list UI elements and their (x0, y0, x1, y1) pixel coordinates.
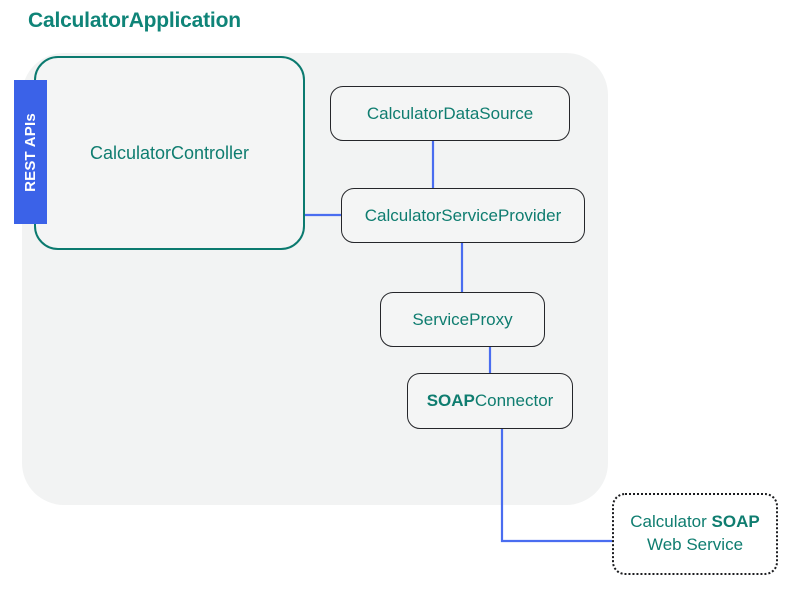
external-service-line-1-normal: Calculator (630, 512, 712, 532)
node-calculator-data-source-label: CalculatorDataSource (366, 103, 534, 123)
external-service-line-2: Web Service (646, 535, 744, 554)
node-soap-connector-label: SOAPConnector (427, 390, 554, 411)
rest-apis-badge[interactable]: REST APIs (14, 80, 47, 224)
external-service-line-1-bold: SOAP (711, 512, 760, 532)
node-soap-connector[interactable]: SOAPConnector (407, 373, 573, 429)
rest-apis-badge-label: REST APIs (22, 112, 40, 192)
page-title: CalculatorApplication (28, 9, 241, 32)
node-calculator-service-provider[interactable]: CalculatorServiceProvider (341, 188, 585, 243)
node-service-proxy-label: ServiceProxy (412, 309, 513, 329)
node-calculator-soap-web-service[interactable]: Calculator SOAP Web Service (612, 493, 778, 575)
calculator-controller-label: CalculatorController (89, 142, 250, 163)
node-calculator-service-provider-label: CalculatorServiceProvider (364, 205, 562, 225)
node-soap-connector-label-rest: Connector (474, 391, 554, 411)
node-calculator-data-source[interactable]: CalculatorDataSource (330, 86, 570, 141)
node-service-proxy[interactable]: ServiceProxy (380, 292, 545, 347)
node-soap-connector-label-bold: SOAP (426, 391, 475, 411)
calculator-controller-container[interactable]: CalculatorController (34, 56, 305, 250)
external-service-line-1: Calculator SOAP (630, 511, 759, 534)
